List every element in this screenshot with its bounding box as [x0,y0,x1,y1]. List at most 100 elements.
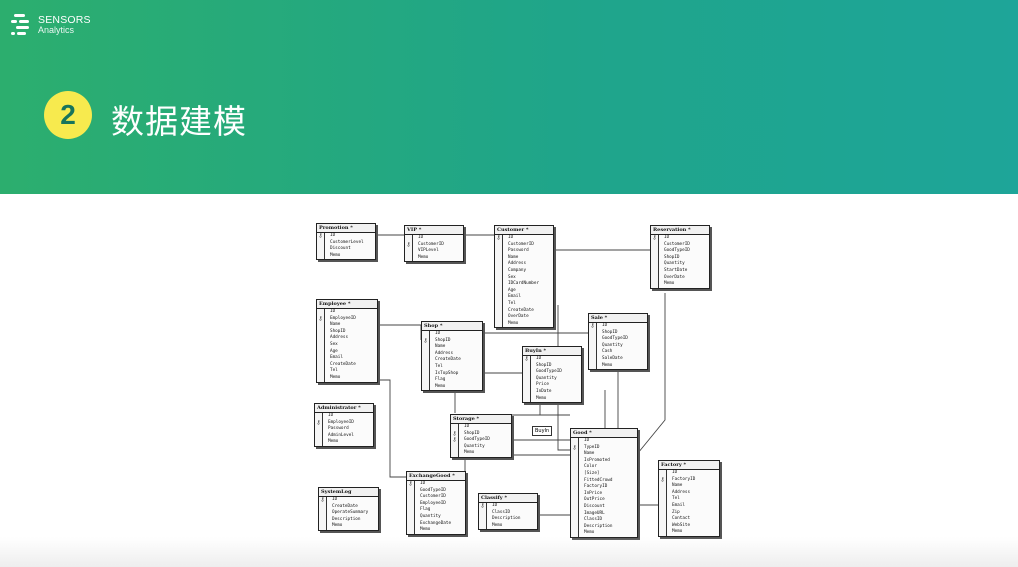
entity-field: Password [315,426,373,433]
entity-field: ImageURL [571,510,637,518]
section-number-badge: 2 [44,91,92,139]
entity-field: Memo [317,252,375,260]
entity-field: Discount [571,503,637,511]
entity-field: Email [659,502,719,510]
entity-field: ID [407,481,465,488]
entity-title: Reservation * [651,226,709,235]
entity-field: ShopID [651,254,709,262]
entity-field: OverDate [495,314,553,321]
entity-field: Color [571,464,637,471]
entity-field: Memo [479,522,537,530]
entity-field: Quantity [407,513,465,521]
sensors-analytics-logo: SENSORS Analytics [11,12,91,38]
entity-title: Promotion * [317,224,375,233]
entity-field: Name [317,322,377,329]
entity-vip: VIP *IDCustomerIDVIPLevelMemo [404,225,464,263]
entity-field: Tel [317,368,377,375]
entity-field: GoodTypeID [523,369,581,376]
entity-title: Factory * [659,461,719,470]
entity-field: FactoryID [659,476,719,484]
entity-field: SaleDate [589,355,647,363]
entity-title: ExchangeGood * [407,472,465,481]
entity-field: Address [495,261,553,268]
entity-field: CustomerID [651,241,709,249]
entity-field: ID [451,424,511,431]
entity-field: AdminLevel [315,432,373,440]
entity-field: ClassID [479,509,537,517]
relationship-label: BuyIn [532,426,553,436]
entity-field: ID [319,497,378,504]
entity-field: Tel [422,363,482,371]
entity-field: GoodTypeID [451,437,511,444]
entity-field: Memo [405,254,463,262]
entity-field: Quantity [589,342,647,350]
entity-field: Password [495,248,553,255]
entity-reservation: Reservation *IDCustomerIDGoodTypeIDShopI… [650,225,710,289]
entity-field: ID [659,470,719,477]
entity-field: ID [317,233,375,240]
entity-employee: Employee *IDEmployeeIDNameShopIDAddressS… [316,299,378,383]
entity-shop: Shop *IDShopIDNameAddressCreateDateTelIs… [421,321,483,392]
entity-field: Address [422,350,482,358]
entity-title: BuyIn * [523,347,581,356]
entity-field: GoodTypeID [589,336,647,343]
entity-title: Good * [571,429,637,438]
entity-field: Memo [451,450,511,457]
entity-field: Age [495,287,553,295]
entity-field: Name [571,451,637,458]
entity-storage: Storage *IDShopIDGoodTypeIDQuantityMemo [450,414,512,458]
entity-field: ID [495,235,553,242]
entity-field: Age [317,348,377,356]
entity-sale: Sale *IDShopIDGoodTypeIDQuantityCashSale… [588,313,648,371]
entity-systemlog: SystemLogIDCreateDateOperateSummaryDescr… [318,487,379,531]
entity-field: OutPrice [571,497,637,504]
entity-field: Sex [495,274,553,282]
entity-field: IDCardNumber [495,281,553,288]
brand-name: SENSORS [38,14,91,26]
entity-field: InDate [523,388,581,396]
entity-field: ExchangeDate [407,520,465,528]
brand-sub: Analytics [38,25,75,35]
entity-field: Tel [659,496,719,503]
entity-field: Memo [422,383,482,391]
entity-field: Quantity [523,375,581,383]
entity-administrator: Administrator *IDEmployeeIDPasswordAdmin… [314,403,374,447]
entity-field: EmployeeID [407,500,465,508]
entity-field: Sex [317,341,377,349]
entity-field: ShopID [523,362,581,370]
entity-field: ID [523,356,581,363]
entity-field: ClassID [571,517,637,524]
entity-field: Name [659,483,719,490]
entity-field: ShopID [451,430,511,438]
entity-factory: Factory *IDFactoryIDNameAddressTelEmailZ… [658,460,720,537]
entity-title: Administrator * [315,404,373,413]
entity-title: Classify * [479,494,537,503]
entity-field: InPrice [571,490,637,498]
title-banner: SENSORS Analytics 2 数据建模 [0,0,1018,194]
entity-field: ID [405,235,463,242]
entity-field: GoodTypeID [407,487,465,495]
entity-field: Address [317,335,377,342]
entity-field: CreateDate [495,307,553,315]
entity-field: IsPromoted [571,457,637,465]
entity-field: IsTopShop [422,370,482,378]
entity-field: ID [651,235,709,242]
entity-field: Name [495,254,553,262]
entity-field: TypeID [571,444,637,452]
entity-field: CustomerID [495,241,553,249]
entity-field: OverDate [651,274,709,282]
entity-field: ID [317,309,377,316]
entity-field: Tel [495,300,553,308]
entity-title: Shop * [422,322,482,331]
entity-field: WebSite [659,522,719,530]
entity-field: EmployeeID [317,315,377,323]
entity-field: Memo [319,523,378,530]
entity-field: Description [571,523,637,531]
entity-field: ID [589,323,647,330]
entity-title: Storage * [451,415,511,424]
section-title: 数据建模 [111,102,247,141]
entity-field: Flag [407,507,465,514]
entity-field: Zip [659,509,719,517]
